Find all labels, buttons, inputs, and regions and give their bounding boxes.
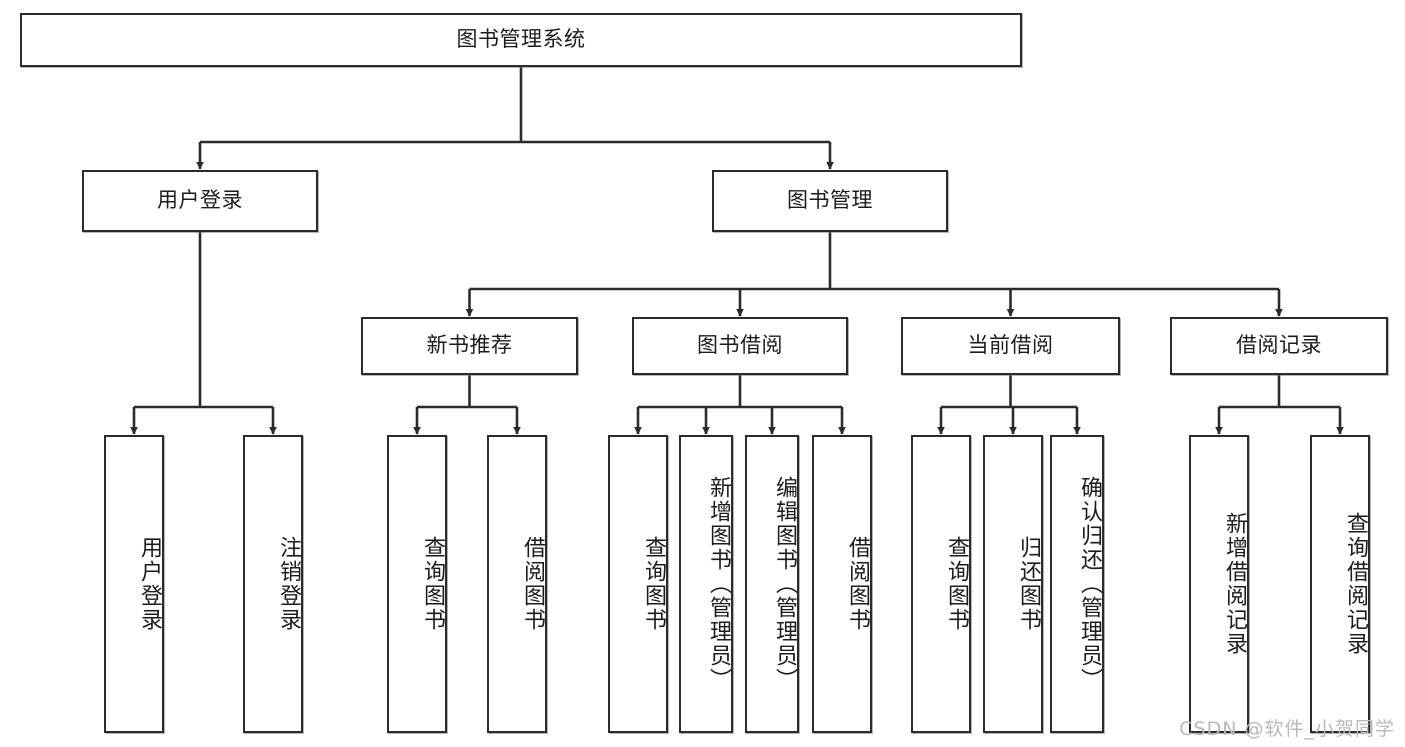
node-leaf4[interactable]: 借阅图书 xyxy=(487,435,547,733)
node-label: 图书管理系统 xyxy=(456,27,586,52)
node-label: 查询借阅记录 xyxy=(1343,512,1368,656)
node-bookmgmt[interactable]: 图书管理 xyxy=(712,170,948,232)
node-leaf8[interactable]: 借阅图书 xyxy=(812,435,872,733)
node-label: 查询图书 xyxy=(641,536,666,632)
node-leaf1[interactable]: 用户登录 xyxy=(104,435,164,733)
node-label: 归还图书 xyxy=(1016,536,1041,632)
node-leaf2[interactable]: 注销登录 xyxy=(243,435,303,733)
node-leaf13[interactable]: 查询借阅记录 xyxy=(1310,435,1370,733)
node-label: 图书管理 xyxy=(787,188,873,213)
node-records[interactable]: 借阅记录 xyxy=(1170,317,1388,375)
node-label: 用户登录 xyxy=(157,188,243,213)
node-label: 新书推荐 xyxy=(426,333,513,358)
node-label: 用户登录 xyxy=(137,536,162,632)
node-leaf3[interactable]: 查询图书 xyxy=(387,435,447,733)
node-label: 新增图书（管理员） xyxy=(706,476,731,692)
node-newbook[interactable]: 新书推荐 xyxy=(361,317,578,375)
node-label: 查询图书 xyxy=(944,536,969,632)
node-label: 借阅图书 xyxy=(845,536,870,632)
node-leaf12[interactable]: 新增借阅记录 xyxy=(1189,435,1249,733)
node-leaf9[interactable]: 查询图书 xyxy=(911,435,971,733)
node-label: 新增借阅记录 xyxy=(1222,512,1247,656)
node-label: 注销登录 xyxy=(276,536,301,632)
node-label: 当前借阅 xyxy=(967,333,1054,358)
node-borrow[interactable]: 图书借阅 xyxy=(632,317,848,375)
node-leaf10[interactable]: 归还图书 xyxy=(983,435,1043,733)
node-leaf5[interactable]: 查询图书 xyxy=(608,435,668,733)
node-label: 确认归还（管理员） xyxy=(1077,476,1102,692)
node-label: 编辑图书（管理员） xyxy=(772,476,797,692)
node-leaf11[interactable]: 确认归还（管理员） xyxy=(1050,435,1104,733)
node-login[interactable]: 用户登录 xyxy=(82,170,318,232)
node-label: 借阅图书 xyxy=(520,536,545,632)
node-label: 图书借阅 xyxy=(697,333,783,358)
node-root[interactable]: 图书管理系统 xyxy=(20,13,1022,67)
watermark-text: CSDN @软件_小贺同学 xyxy=(1179,718,1395,740)
node-leaf6[interactable]: 新增图书（管理员） xyxy=(679,435,733,733)
node-label: 查询图书 xyxy=(420,536,445,632)
node-leaf7[interactable]: 编辑图书（管理员） xyxy=(745,435,799,733)
node-label: 借阅记录 xyxy=(1236,333,1322,358)
node-current[interactable]: 当前借阅 xyxy=(901,317,1120,375)
